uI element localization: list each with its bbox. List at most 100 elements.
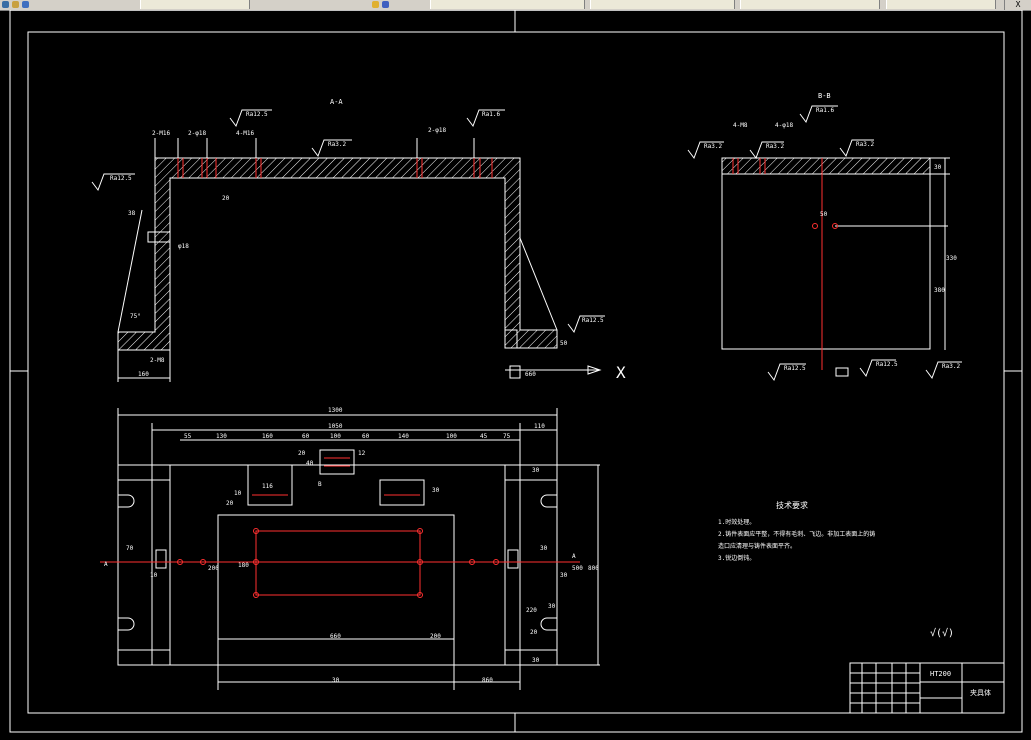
dim-bb-330: 330	[946, 255, 957, 262]
dim-plan-total: 1300	[328, 407, 343, 414]
plan-view: 1300 1050 110 55 130 160 60 100 60 140 1…	[100, 407, 600, 690]
dim-b2: 200	[430, 633, 441, 640]
ra-bb-1: Ra3.2	[704, 143, 722, 150]
ra-aa-right: Ra1.6	[482, 111, 500, 118]
tab-3[interactable]	[590, 0, 735, 9]
section-mark-a-left: A	[104, 561, 108, 568]
dim-c10: 75	[503, 433, 511, 440]
dim-c9: 45	[480, 433, 488, 440]
tech-line-2: 2.铸件表面应平整，不得有毛刺、飞边。非加工表面上的铸	[718, 530, 875, 538]
ra-bb-2: Ra1.6	[816, 107, 834, 114]
dim-b8: 10	[150, 572, 158, 579]
ra-aa-bottom: Ra12.5	[582, 317, 604, 324]
ra-bb-4: Ra3.2	[856, 141, 874, 148]
layer-icon[interactable]	[372, 1, 379, 8]
dim-bb-50: 50	[820, 211, 828, 218]
title-material: HT200	[930, 670, 951, 678]
dim-bb-t1: 4-M8	[733, 122, 748, 129]
dim-c3: 160	[262, 433, 273, 440]
dim-aa-sm1: 20	[222, 195, 230, 202]
dim-c1: 55	[184, 433, 192, 440]
dim-s6: 20	[226, 500, 234, 507]
title-part-name: 夹具体	[970, 688, 991, 697]
dim-s2: 40	[306, 460, 314, 467]
dim-b3: 220	[526, 607, 537, 614]
dim-r1: 70	[126, 545, 134, 552]
cad-drawing-canvas[interactable]: A-A 2-M16 2-φ18 4-M16	[0, 10, 1031, 740]
general-finish-mark: √(√)	[930, 627, 954, 639]
dim-s5: 10	[234, 490, 242, 497]
tech-line-3: 造口应清理与铸件表面平齐。	[718, 542, 796, 550]
layer-icon-2[interactable]	[382, 1, 389, 8]
dim-plan-inner: 1050	[328, 423, 343, 430]
bb-top-plate	[721, 157, 931, 175]
dim-aa-bot1: 2-M8	[150, 357, 165, 364]
dim-aa-d1: 2-M16	[152, 130, 170, 137]
dim-bb-30: 30	[934, 164, 942, 171]
dim-aa-sm4: 50	[560, 340, 568, 347]
dim-aa-sm2: 38	[128, 210, 136, 217]
ra-bb-6: Ra12.5	[876, 361, 898, 368]
dim-r2: 30	[540, 545, 548, 552]
close-window-button[interactable]: X	[1004, 0, 1031, 10]
dim-b6: 30	[332, 677, 340, 684]
tab-5[interactable]	[886, 0, 996, 9]
ra-bb-3: Ra3.2	[766, 143, 784, 150]
dim-s1: 20	[298, 450, 306, 457]
dim-aa-right-len: 660	[525, 371, 536, 378]
dim-h3: 180	[238, 562, 249, 569]
dim-aa-angle: 75°	[130, 313, 141, 320]
dim-h4: 200	[208, 565, 219, 572]
save-icon[interactable]	[22, 1, 29, 8]
dim-c6: 60	[362, 433, 370, 440]
section-aa-hatch	[117, 157, 558, 351]
dim-aa-sm3: φ18	[178, 243, 189, 250]
section-aa-view: A-A 2-M16 2-φ18 4-M16	[91, 98, 626, 382]
dim-s4: 116	[262, 483, 273, 490]
tech-title: 技术要求	[776, 500, 808, 510]
dim-c8: 100	[446, 433, 457, 440]
dim-c7: 140	[398, 433, 409, 440]
ra-bb-5: Ra12.5	[784, 365, 806, 372]
dim-bb-380: 380	[934, 287, 945, 294]
dim-s7: 30	[432, 487, 440, 494]
section-aa-label: A-A	[330, 98, 343, 106]
dim-h6: 500	[572, 565, 583, 572]
dim-c5: 100	[330, 433, 341, 440]
tab-2[interactable]	[430, 0, 585, 9]
ra-aa-mid: Ra3.2	[328, 141, 346, 148]
view-direction-x: X	[616, 363, 626, 382]
ra-aa-left: Ra12.5	[110, 175, 132, 182]
tech-line-4: 3.锐边倒钝。	[718, 554, 755, 562]
dim-plan-right-off: 110	[534, 423, 545, 430]
title-block	[849, 662, 1005, 714]
bb-body	[721, 173, 931, 350]
tab-1[interactable]	[140, 0, 250, 9]
roughness-symbols-bb	[687, 105, 962, 382]
hole-pattern	[100, 457, 580, 598]
dim-h2: 30	[532, 657, 540, 664]
section-bb-view: B-B 4-M8 4-φ18 30 50 330 380 Ra3.2 Ra1	[687, 92, 962, 382]
dim-aa-d4: 2-φ18	[428, 127, 446, 134]
tech-line-1: 1.时效处理。	[718, 518, 755, 526]
dim-b5: 20	[530, 629, 538, 636]
tab-4[interactable]	[740, 0, 880, 9]
ra-bb-7: Ra3.2	[942, 363, 960, 370]
dim-s3: 12	[358, 450, 366, 457]
dim-c4: 60	[302, 433, 310, 440]
dim-aa-d3: 4-M16	[236, 130, 254, 137]
top-holes	[177, 158, 493, 178]
section-mark-a-right: A	[572, 553, 576, 560]
sheet-frame	[9, 10, 1023, 733]
dim-c2: 130	[216, 433, 227, 440]
open-icon[interactable]	[12, 1, 19, 8]
roughness-symbols-aa	[91, 109, 605, 334]
dim-aa-d2: 2-φ18	[188, 130, 206, 137]
section-bb-label: B-B	[818, 92, 831, 100]
dim-b7: 860	[482, 677, 493, 684]
dim-b9: 30	[560, 572, 568, 579]
technical-requirements: 技术要求 1.时效处理。 2.铸件表面应平整，不得有毛刺、飞边。非加工表面上的铸…	[718, 500, 954, 639]
dim-aa-bot-len: 160	[138, 371, 149, 378]
dim-b1: 660	[330, 633, 341, 640]
app-icon[interactable]	[2, 1, 9, 8]
